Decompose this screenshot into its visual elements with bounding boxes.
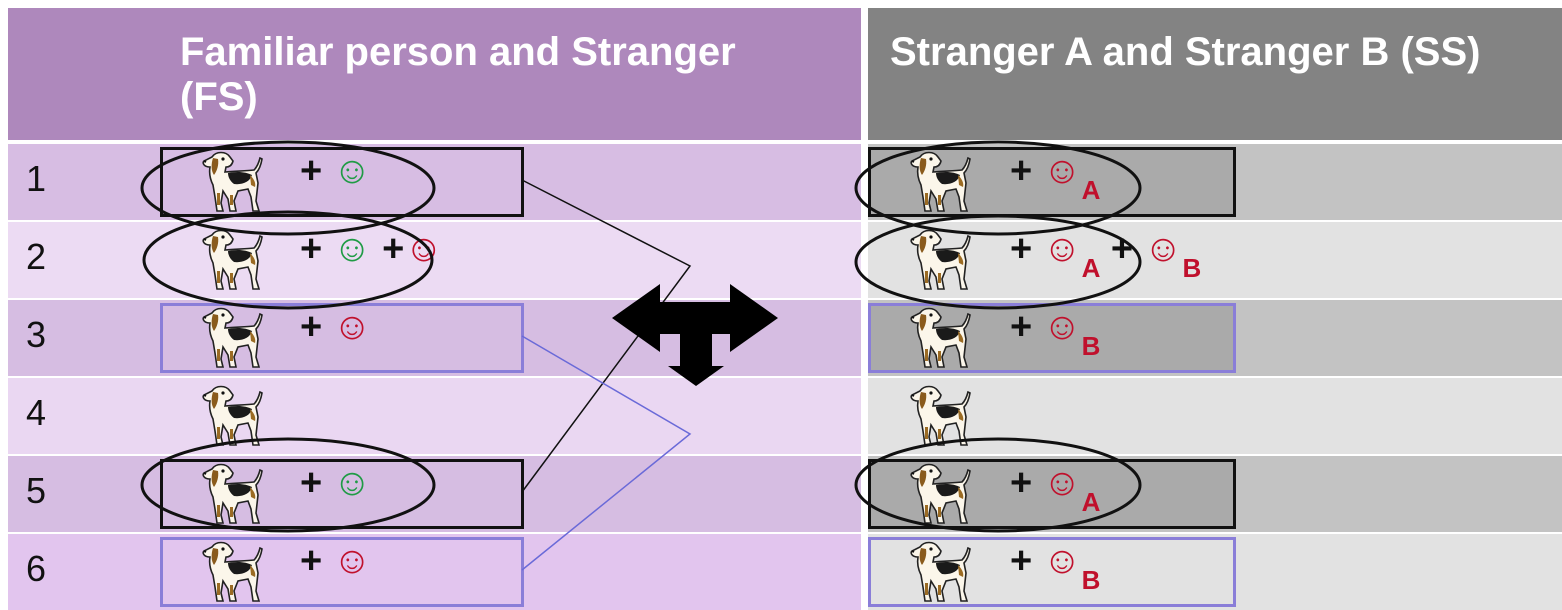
plus-sign: + [300, 150, 323, 192]
familiar-person-smiley-icon: ☺ [332, 462, 372, 504]
familiar-person-smiley-icon: ☺ [332, 228, 372, 270]
stimulus: + ☺A [1010, 462, 1100, 522]
stimulus: + ☺A + ☺B [1010, 228, 1201, 288]
ss-row-2: + ☺A + ☺B [868, 222, 1562, 298]
stranger-b-label: B [1081, 331, 1101, 361]
familiar-person-smiley-icon: ☺ [332, 150, 372, 192]
ss-row-6: + ☺B [868, 534, 1562, 610]
fs-row-6: 6 + ☺ [8, 534, 861, 610]
plus-sign: + [382, 228, 405, 270]
plus-sign: + [300, 306, 323, 348]
ss-row-3: + ☺B [868, 300, 1562, 376]
highlight-ellipses [140, 140, 1142, 533]
ellipse-ss-row-2 [854, 214, 1142, 310]
stranger-b-smiley-icon: ☺ [1143, 228, 1183, 270]
row-number: 2 [26, 236, 47, 277]
fs-row-1: 1 + ☺ [8, 144, 861, 220]
row-number: 6 [26, 548, 47, 589]
row-number: 1 [26, 158, 47, 199]
stranger-b-label: B [1182, 253, 1202, 283]
ellipse-fs-row-1 [140, 140, 436, 236]
fs-header: Familiar person and Stranger (FS) [8, 8, 861, 140]
row-number: 5 [26, 470, 47, 511]
stimulus: + ☺ [300, 540, 372, 600]
plus-sign: + [1010, 150, 1033, 192]
stranger-smiley-icon: ☺ [332, 540, 372, 582]
plus-sign: + [300, 540, 323, 582]
stimulus: + ☺ [300, 150, 372, 210]
plus-sign: + [300, 462, 323, 504]
plus-sign: + [1010, 540, 1033, 582]
blue-connector-line [521, 335, 692, 571]
plus-sign: + [1110, 228, 1134, 270]
plus-sign: + [1010, 462, 1033, 504]
stimulus: + ☺ [300, 462, 372, 522]
stimulus: + ☺B [1010, 540, 1100, 600]
stranger-a-smiley-icon: ☺ [1042, 150, 1082, 192]
trial-box [868, 537, 1236, 607]
stimulus: + ☺ [300, 306, 372, 366]
stranger-a-label: A [1081, 487, 1101, 517]
stranger-b-smiley-icon: ☺ [1042, 306, 1082, 348]
fs-panel: Familiar person and Stranger (FS) 1 + ☺ … [8, 8, 861, 610]
plus-sign: + [300, 228, 323, 270]
stimulus: + ☺B [1010, 306, 1100, 366]
stranger-a-smiley-icon: ☺ [1042, 462, 1082, 504]
ss-title: Stranger A and Stranger B (SS) [890, 30, 1481, 74]
row-number: 4 [26, 392, 47, 433]
ss-panel: Stranger A and Stranger B (SS) + ☺A + ☺A… [868, 8, 1562, 610]
stimulus: + ☺ +☺ [300, 228, 443, 288]
three-way-arrow-icon [612, 284, 778, 386]
ss-row-1: + ☺A [868, 144, 1562, 220]
fs-row-4: 4 [8, 378, 861, 454]
black-connector-line [521, 179, 692, 493]
ellipse-ss-row-1 [854, 140, 1142, 236]
stranger-a-label: A [1081, 253, 1101, 283]
row-number: 3 [26, 314, 47, 355]
ellipse-fs-row-2 [142, 210, 434, 310]
ellipse-fs-row-5 [140, 437, 436, 533]
trial-box [160, 537, 524, 607]
fs-row-2: 2 + ☺ +☺ [8, 222, 861, 298]
ellipse-ss-row-5 [854, 437, 1142, 533]
fs-title: Familiar person and Stranger (FS) [180, 30, 736, 119]
stranger-a-label: A [1081, 175, 1101, 205]
stranger-b-smiley-icon: ☺ [1042, 540, 1082, 582]
ss-row-4 [868, 378, 1562, 454]
stimulus: + ☺A [1010, 150, 1100, 210]
stranger-b-label: B [1081, 565, 1101, 595]
plus-sign: + [1010, 228, 1033, 270]
stranger-a-smiley-icon: ☺ [1042, 228, 1082, 270]
ss-header: Stranger A and Stranger B (SS) [868, 8, 1562, 140]
plus-sign: + [1010, 306, 1033, 348]
stranger-smiley-icon: ☺ [332, 306, 372, 348]
